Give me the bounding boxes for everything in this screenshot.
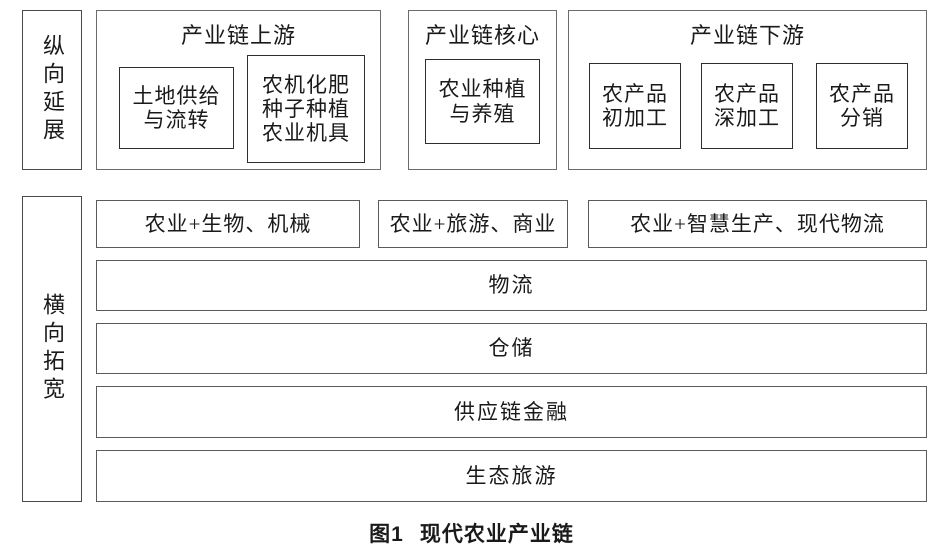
service-row-eco-tourism: 生态旅游 (96, 450, 927, 502)
horizontal-broadening-label-box: 横向拓宽 (22, 196, 82, 502)
upstream-item-machinery-fertilizer: 农机化肥 种子种植 农业机具 (247, 55, 365, 163)
figure-caption-title: 现代农业产业链 (419, 523, 574, 546)
figure-caption-number: 图1 (369, 523, 404, 546)
group-upstream-title: 产业链上游 (180, 23, 296, 48)
group-downstream-title: 产业链下游 (689, 23, 805, 48)
group-downstream: 产业链下游 农产品 初加工 农产品 深加工 农产品 分销 (568, 10, 927, 170)
downstream-item-deep-processing: 农产品 深加工 (701, 63, 793, 149)
service-row-warehousing: 仓储 (96, 323, 927, 374)
service-row-logistics: 物流 (96, 260, 927, 311)
upstream-item-land-supply: 土地供给 与流转 (119, 67, 234, 149)
group-core-title: 产业链核心 (424, 23, 540, 48)
horizontal-broadening-label: 横向拓宽 (40, 293, 65, 405)
figure-caption: 图1 现代农业产业链 (0, 518, 943, 548)
combo-agriculture-tourism-commerce: 农业+旅游、商业 (378, 200, 568, 248)
vertical-extension-label-box: 纵向延展 (22, 10, 82, 170)
combo-agriculture-bio-machinery: 农业+生物、机械 (96, 200, 360, 248)
group-upstream: 产业链上游 土地供给 与流转 农机化肥 种子种植 农业机具 (96, 10, 381, 170)
core-item-farming-breeding: 农业种植 与养殖 (425, 59, 540, 144)
vertical-extension-label: 纵向延展 (40, 34, 65, 146)
downstream-item-distribution: 农产品 分销 (816, 63, 908, 149)
group-core: 产业链核心 农业种植 与养殖 (408, 10, 557, 170)
combo-agriculture-smart-logistics: 农业+智慧生产、现代物流 (588, 200, 927, 248)
downstream-item-primary-processing: 农产品 初加工 (589, 63, 681, 149)
service-row-supply-chain-finance: 供应链金融 (96, 386, 927, 438)
